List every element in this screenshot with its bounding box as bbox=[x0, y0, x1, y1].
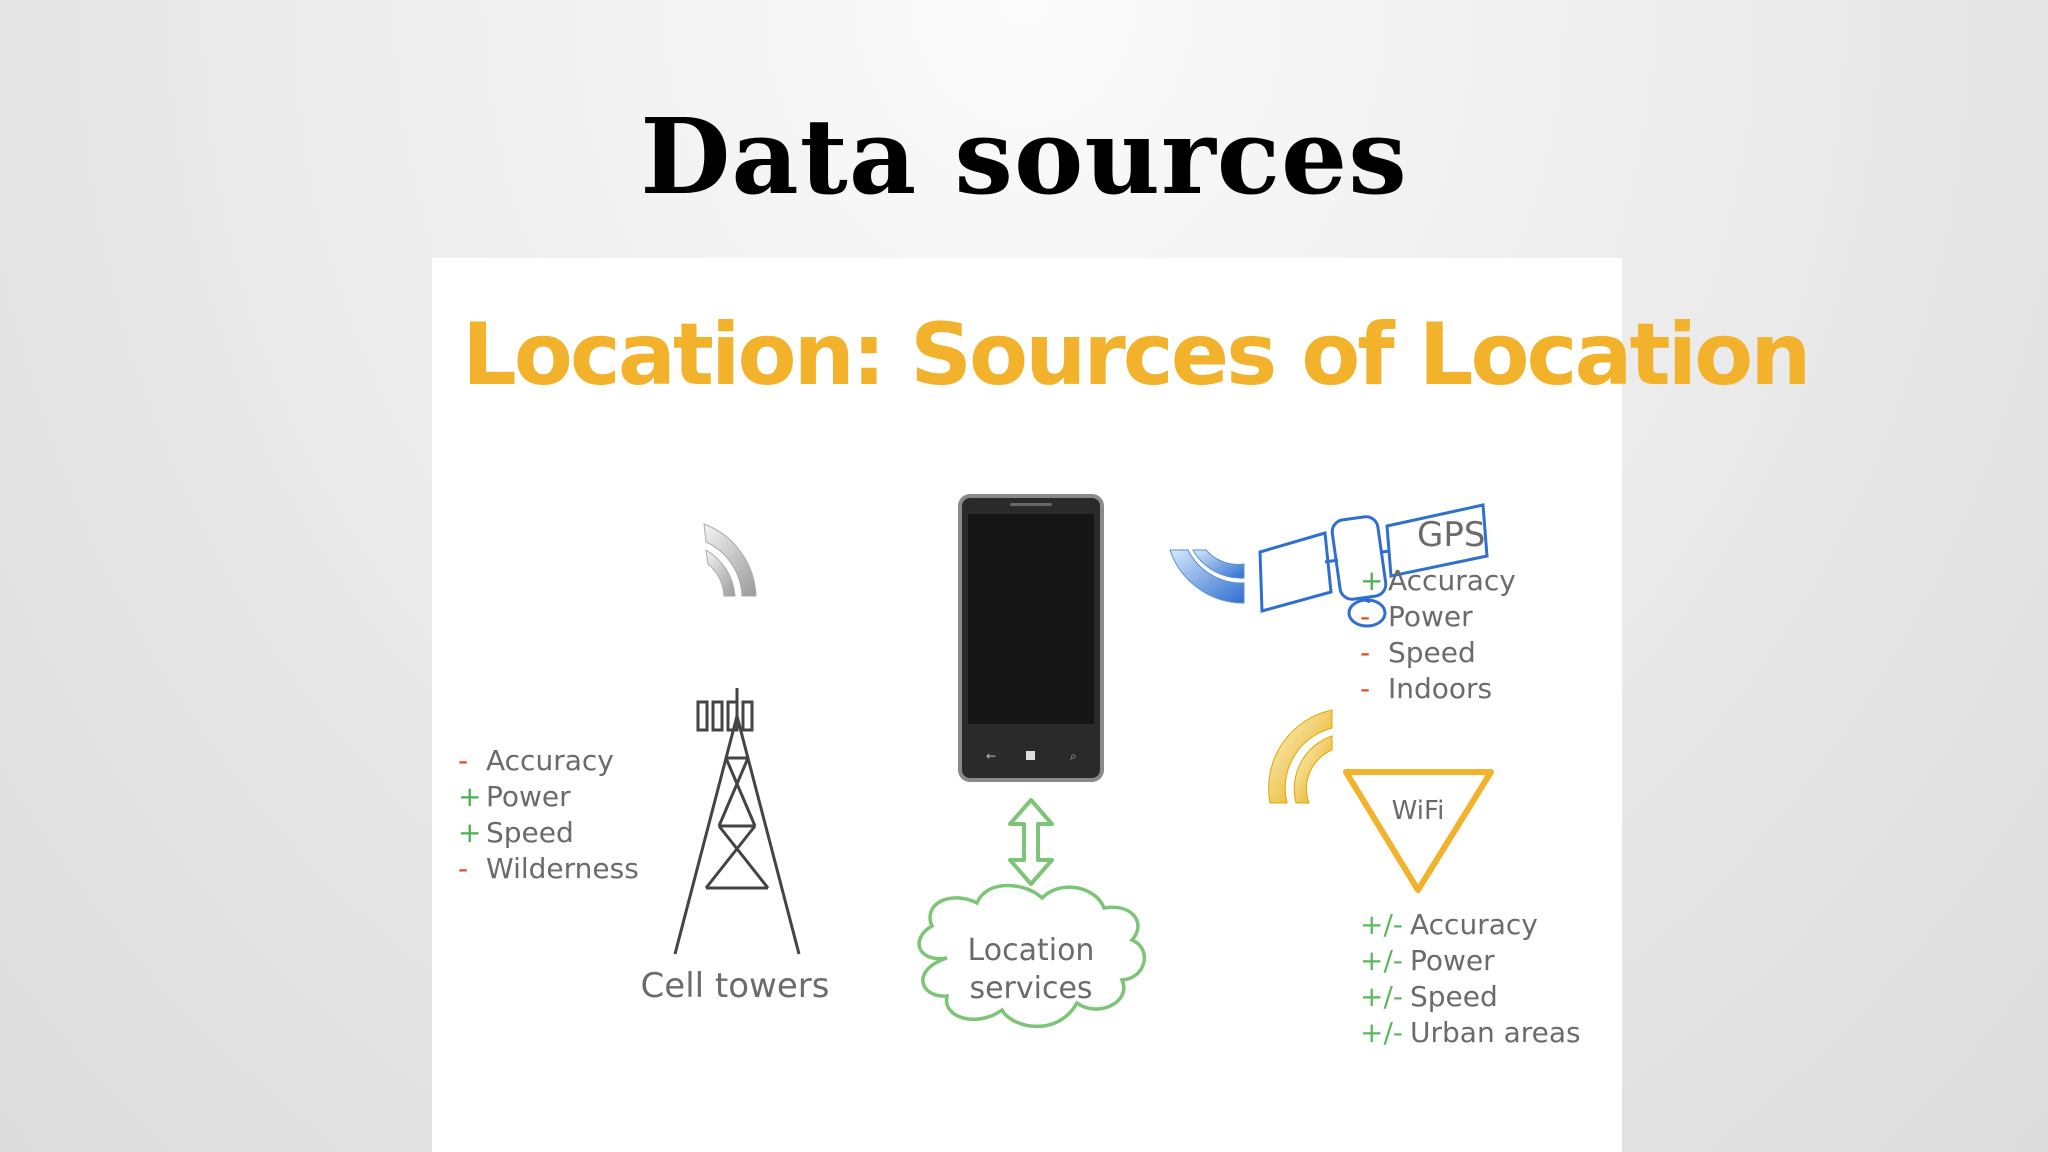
wifi-signal-icon bbox=[1268, 709, 1333, 804]
panel-title: Location: Sources of Location bbox=[462, 305, 1811, 405]
gps-item-text: Speed bbox=[1388, 636, 1476, 669]
location-services-label-line1: Location bbox=[968, 933, 1095, 968]
svg-text:⌕: ⌕ bbox=[1070, 749, 1077, 763]
gps-item-sign: + bbox=[1360, 564, 1383, 597]
cell-item-sign: - bbox=[458, 852, 468, 885]
cell-item-text: Wilderness bbox=[486, 852, 639, 885]
wifi-item-sign: +/- bbox=[1360, 1016, 1403, 1049]
gps-item-sign: - bbox=[1360, 636, 1370, 669]
gps-pros-cons-list: + Accuracy - Power - Speed - Indoors bbox=[1360, 564, 1516, 705]
wifi-triangle-icon bbox=[1343, 769, 1494, 893]
cell-tower-icon bbox=[673, 688, 801, 955]
cell-signal-icon bbox=[703, 523, 757, 597]
wifi-pros-cons-list: +/- Accuracy +/- Power +/- Speed +/- Urb… bbox=[1360, 908, 1581, 1049]
gps-signal-icon bbox=[1169, 549, 1245, 604]
gps-satellite-icon bbox=[1258, 503, 1489, 628]
gps-item-text: Indoors bbox=[1388, 672, 1492, 705]
wifi-item-text: Urban areas bbox=[1410, 1016, 1581, 1049]
cell-item-sign: - bbox=[458, 744, 468, 777]
gps-item-sign: - bbox=[1360, 672, 1370, 705]
wifi-item-text: Power bbox=[1410, 944, 1495, 977]
cell-item-text: Power bbox=[486, 780, 571, 813]
cell-item-sign: + bbox=[458, 816, 481, 849]
diagram-panel: Location: Sources of Location bbox=[432, 258, 1811, 1152]
gps-label: GPS bbox=[1417, 515, 1485, 555]
slide-title: Data sources bbox=[640, 95, 1408, 218]
cell-towers-label: Cell towers bbox=[641, 966, 830, 1006]
double-arrow-icon bbox=[1008, 798, 1054, 886]
wifi-item-sign: +/- bbox=[1360, 944, 1403, 977]
wifi-label: WiFi bbox=[1392, 796, 1445, 826]
location-services-label-line2: services bbox=[969, 971, 1092, 1006]
cell-pros-cons-list: - Accuracy + Power + Speed - Wilderness bbox=[458, 744, 639, 885]
phone-icon: ← ⌕ bbox=[958, 494, 1104, 782]
wifi-item-sign: +/- bbox=[1360, 980, 1403, 1013]
cell-item-sign: + bbox=[458, 780, 481, 813]
wifi-item-text: Accuracy bbox=[1410, 908, 1538, 941]
cell-item-text: Speed bbox=[486, 816, 574, 849]
gps-item-text: Accuracy bbox=[1388, 564, 1516, 597]
gps-item-text: Power bbox=[1388, 600, 1473, 633]
location-diagram: Cell towers - Accuracy + Power + Speed -… bbox=[458, 494, 1581, 1049]
svg-text:←: ← bbox=[986, 749, 996, 763]
cell-item-text: Accuracy bbox=[486, 744, 614, 777]
gps-item-sign: - bbox=[1360, 600, 1370, 633]
location-services-cloud bbox=[917, 883, 1147, 1029]
wifi-item-text: Speed bbox=[1410, 980, 1498, 1013]
wifi-item-sign: +/- bbox=[1360, 908, 1403, 941]
